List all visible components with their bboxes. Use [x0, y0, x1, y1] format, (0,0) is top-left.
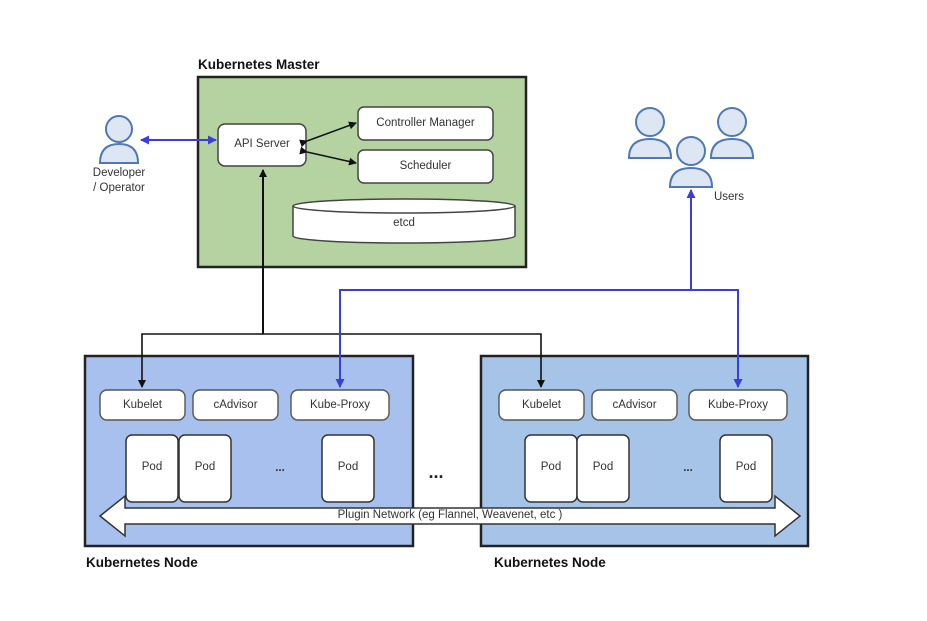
- between-nodes-ellipsis: ...: [428, 462, 444, 482]
- api-controller-arrow: [299, 121, 357, 148]
- right-kubelet-label: Kubelet: [521, 399, 561, 411]
- users-to-right-proxy-line: [691, 289, 743, 388]
- controller-manager-label: Controller Manager: [376, 117, 475, 129]
- developer-label-line2: / Operator: [93, 182, 145, 194]
- etcd-cylinder[interactable]: [292, 198, 516, 244]
- plugin-network-arrow: [98, 494, 802, 538]
- scheduler-label: Scheduler: [399, 160, 452, 172]
- left-pods-ellipsis: ...: [275, 462, 285, 474]
- users-label: Users: [713, 191, 745, 203]
- api-to-left-kubelet-line: [138, 333, 263, 388]
- right-kube-proxy-box[interactable]: [688, 389, 788, 421]
- master-title: Kubernetes Master: [198, 57, 320, 72]
- right-kube-proxy-label: Kube-Proxy: [707, 399, 769, 411]
- developer-label-line1: Developer: [92, 167, 146, 179]
- right-kubelet-box[interactable]: [498, 389, 585, 421]
- left-pod-1-box[interactable]: [125, 434, 179, 503]
- right-cadvisor-box[interactable]: [591, 389, 678, 421]
- api-scheduler-arrow: [299, 146, 357, 166]
- api-to-right-kubelet-line: [263, 333, 545, 388]
- right-cadvisor-label: cAdvisor: [612, 399, 657, 411]
- right-pod-1-label: Pod: [540, 461, 562, 473]
- right-node-title: Kubernetes Node: [494, 555, 606, 570]
- left-pod-2-box[interactable]: [178, 434, 232, 503]
- scheduler-box[interactable]: [357, 149, 494, 184]
- etcd-label: etcd: [393, 217, 415, 229]
- left-kube-proxy-box[interactable]: [290, 389, 390, 421]
- left-kube-proxy-label: Kube-Proxy: [309, 399, 371, 411]
- left-kubelet-label: Kubelet: [122, 399, 162, 411]
- developer-icon: [98, 115, 140, 164]
- right-pod-2-box[interactable]: [576, 434, 630, 503]
- right-pod-3-box[interactable]: [719, 434, 773, 503]
- users-icon: [627, 107, 755, 188]
- left-cadvisor-label: cAdvisor: [213, 399, 258, 411]
- left-kubelet-box[interactable]: [99, 389, 186, 421]
- controller-manager-box[interactable]: [357, 106, 494, 141]
- users-to-left-proxy-line: [335, 289, 691, 388]
- api-server-label: API Server: [234, 138, 290, 150]
- left-pod-3-label: Pod: [337, 461, 359, 473]
- left-node-title: Kubernetes Node: [86, 555, 198, 570]
- left-pod-1-label: Pod: [141, 461, 163, 473]
- right-pods-ellipsis: ...: [683, 462, 693, 474]
- left-pod-2-label: Pod: [194, 461, 216, 473]
- left-pod-3-box[interactable]: [321, 434, 375, 503]
- right-pod-2-label: Pod: [592, 461, 614, 473]
- left-cadvisor-box[interactable]: [192, 389, 279, 421]
- plugin-network-label: Plugin Network (eg Flannel, Weavenet, et…: [337, 509, 563, 521]
- right-pod-3-label: Pod: [735, 461, 757, 473]
